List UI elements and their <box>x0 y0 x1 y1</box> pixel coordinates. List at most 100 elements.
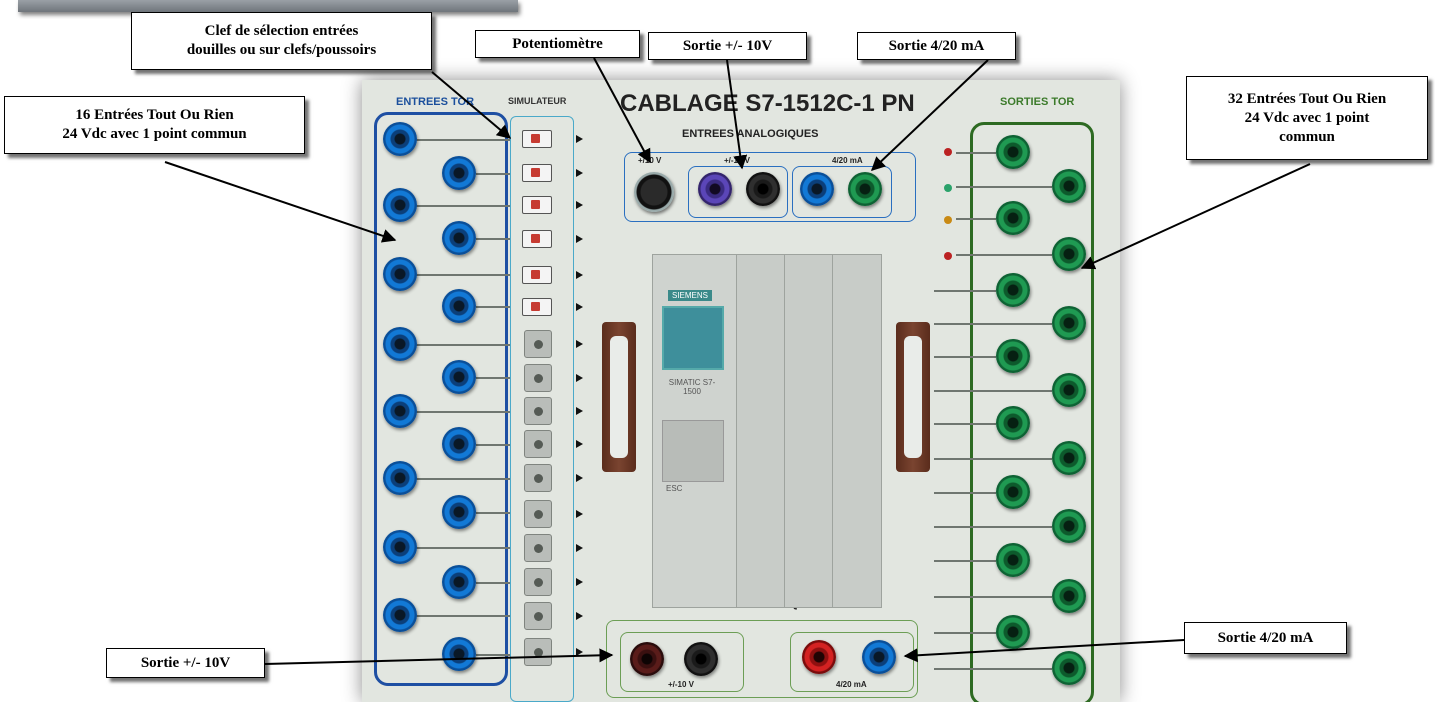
tor-output-jack[interactable] <box>1052 651 1086 685</box>
tor-output-jack[interactable] <box>1052 373 1086 407</box>
tor-output-jack[interactable] <box>1052 441 1086 475</box>
tor-out-wire <box>934 323 1052 325</box>
analog-out-10v-jack-plus[interactable] <box>630 642 664 676</box>
callout-potentiometre-text: Potentiomètre <box>512 35 603 52</box>
simulator-pushbutton[interactable] <box>524 602 552 630</box>
tor-input-jack[interactable] <box>442 221 476 255</box>
analog-in-420-jack-plus[interactable] <box>800 172 834 206</box>
tor-input-jack[interactable] <box>383 122 417 156</box>
tor-out-wire <box>956 152 996 154</box>
tor-in-wire <box>412 547 510 549</box>
simulator-arrow <box>576 340 583 348</box>
plc-display <box>662 306 724 370</box>
simulator-arrow <box>576 135 583 143</box>
status-led-red <box>944 148 952 156</box>
tor-input-jack[interactable] <box>383 598 417 632</box>
tor-out-wire <box>934 596 1052 598</box>
top-decorative-bar <box>18 0 518 12</box>
tor-out-wire <box>934 632 996 634</box>
callout-entrees16: 16 Entrées Tout Ou Rien 24 Vdc avec 1 poi… <box>4 96 305 154</box>
tor-out-wire <box>934 526 1052 528</box>
analog-out-420-jack-common[interactable] <box>862 640 896 674</box>
board-title: CABLAGE S7-1512C-1 PN <box>620 90 915 117</box>
tor-out-wire <box>956 218 996 220</box>
tor-output-jack[interactable] <box>996 543 1030 577</box>
plc-esc-key: ESC <box>666 484 683 493</box>
simulator-pushbutton[interactable] <box>524 534 552 562</box>
callout-entrees16-line1: 16 Entrées Tout Ou Rien <box>75 107 234 123</box>
tor-output-jack[interactable] <box>996 615 1030 649</box>
tor-output-jack[interactable] <box>1052 169 1086 203</box>
tor-input-jack[interactable] <box>383 461 417 495</box>
tor-output-jack[interactable] <box>996 406 1030 440</box>
simulator-pushbutton[interactable] <box>524 500 552 528</box>
analog-in-420-jack-common[interactable] <box>848 172 882 206</box>
tor-in-wire <box>476 654 510 656</box>
tor-output-jack[interactable] <box>996 339 1030 373</box>
plc-io-module <box>736 254 786 608</box>
plc-navigation-pad <box>662 420 724 482</box>
tor-input-jack[interactable] <box>383 257 417 291</box>
tor-output-jack[interactable] <box>996 273 1030 307</box>
analog-input-group <box>624 152 916 222</box>
analog-in-10v-jack-common[interactable] <box>746 172 780 206</box>
selection-switch[interactable] <box>522 266 552 284</box>
tor-output-jack[interactable] <box>1052 509 1086 543</box>
tor-input-jack[interactable] <box>442 565 476 599</box>
tor-in-wire <box>476 306 510 308</box>
simulator-pushbutton[interactable] <box>524 364 552 392</box>
selection-switch[interactable] <box>522 230 552 248</box>
callout-sortie-420-bottom-text: Sortie 4/20 mA <box>1217 629 1314 646</box>
tor-input-jack[interactable] <box>383 394 417 428</box>
callout-potentiometre: Potentiomètre <box>475 30 640 58</box>
simulator-arrow <box>576 169 583 177</box>
tor-input-jack[interactable] <box>442 289 476 323</box>
tor-out-wire <box>934 668 1052 670</box>
simulator-pushbutton[interactable] <box>524 430 552 458</box>
tor-output-jack[interactable] <box>996 475 1030 509</box>
selection-switch[interactable] <box>522 196 552 214</box>
analog-out-420-jack-plus[interactable] <box>802 640 836 674</box>
entrees-tor-header: ENTREES TOR <box>396 96 475 108</box>
tor-input-jack[interactable] <box>442 156 476 190</box>
simulator-pushbutton[interactable] <box>524 568 552 596</box>
selection-switch[interactable] <box>522 130 552 148</box>
selection-switch[interactable] <box>522 298 552 316</box>
tor-input-jack[interactable] <box>383 188 417 222</box>
tor-input-jack[interactable] <box>442 360 476 394</box>
analog-out-10v-jack-common[interactable] <box>684 642 718 676</box>
tor-output-jack[interactable] <box>1052 579 1086 613</box>
tor-output-jack[interactable] <box>996 201 1030 235</box>
tor-in-wire <box>412 615 510 617</box>
callout-entrees32-line1: 32 Entrées Tout Ou Rien <box>1227 90 1387 107</box>
simulator-pushbutton[interactable] <box>524 397 552 425</box>
entrees-analogiques-header: ENTREES ANALOGIQUES <box>682 128 819 140</box>
simulator-pushbutton[interactable] <box>524 330 552 358</box>
callout-entrees16-line2: 24 Vdc avec 1 point commun <box>62 126 247 142</box>
tor-output-jack[interactable] <box>1052 237 1086 271</box>
callout-entrees32-line2: 24 Vdc avec 1 point <box>1244 109 1370 126</box>
simulator-pushbutton[interactable] <box>524 638 552 666</box>
potentiometer-knob[interactable] <box>634 172 674 212</box>
callout-entrees32-line3: commun <box>1279 128 1335 145</box>
analog-in-10v-jack-plus[interactable] <box>698 172 732 206</box>
simulator-pushbutton[interactable] <box>524 464 552 492</box>
selection-switch[interactable] <box>522 164 552 182</box>
tor-in-wire <box>476 582 510 584</box>
sorties-tor-frame <box>970 122 1094 702</box>
tor-out-wire <box>956 254 1052 256</box>
simulator-arrow <box>576 578 583 586</box>
sub-d-connector-left <box>602 322 636 472</box>
tor-input-jack[interactable] <box>442 637 476 671</box>
status-led-yellow <box>944 216 952 224</box>
tor-output-jack[interactable] <box>996 135 1030 169</box>
plc-brand: SIEMENS <box>668 290 713 301</box>
simulator-arrow <box>576 648 583 656</box>
tor-input-jack[interactable] <box>383 530 417 564</box>
tor-output-jack[interactable] <box>1052 306 1086 340</box>
tor-input-jack[interactable] <box>383 327 417 361</box>
callout-sortie-420-top-text: Sortie 4/20 mA <box>888 37 985 54</box>
tor-input-jack[interactable] <box>442 427 476 461</box>
simulator-arrow <box>576 474 583 482</box>
tor-input-jack[interactable] <box>442 495 476 529</box>
